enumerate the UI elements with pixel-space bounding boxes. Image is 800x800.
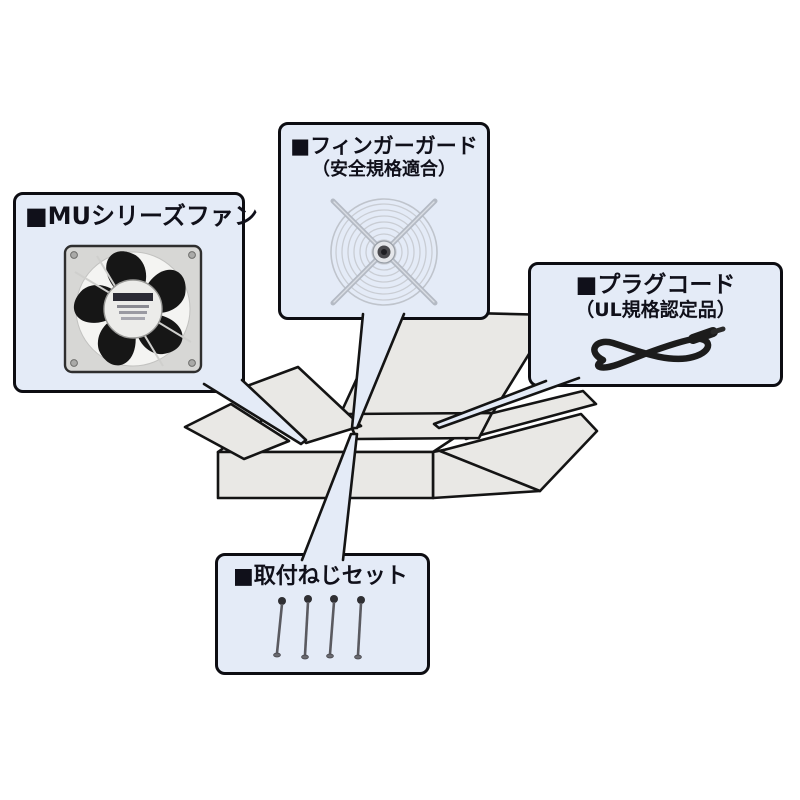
callout-finger-guard: ■フィンガーガード （安全規格適合） (278, 122, 490, 320)
callout-screw-set: ■取付ねじセット (215, 553, 430, 675)
callout-finger-guard-subtitle: （安全規格適合） (312, 158, 456, 180)
callout-fan: ■MUシリーズファン (13, 192, 258, 393)
box-inner-wall (343, 411, 494, 441)
callout-plug-cord-title: ■プラグコード (575, 272, 736, 298)
callout-plug-cord: ■プラグコード （UL規格認定品） (528, 262, 783, 387)
axial-fan-photo (63, 245, 203, 374)
callout-screw-set-title: ■取付ねじセット (233, 564, 408, 589)
mounting-screw-set-photo (273, 594, 365, 660)
box-front-face (216, 450, 435, 500)
plug-connector (688, 326, 718, 344)
box-back-flap (338, 309, 555, 417)
callout-finger-guard-title: ■フィンガーガード (290, 134, 478, 158)
finger-guard-photo (330, 198, 438, 306)
screws (273, 594, 365, 660)
plug-cord-photo (591, 326, 726, 371)
callout-fan-title: ■MUシリーズファン (25, 202, 258, 230)
callout-plug-cord-subtitle: （UL規格認定品） (575, 299, 736, 322)
